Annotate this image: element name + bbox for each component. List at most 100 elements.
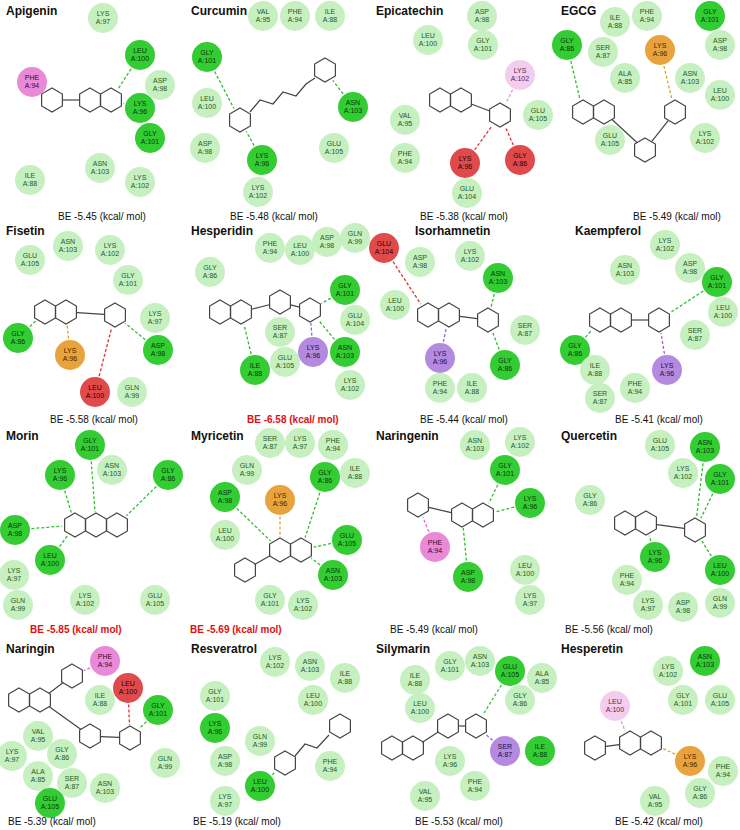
residue-circle: LYS A:102 <box>288 590 319 621</box>
residue-label: GLN A:99 <box>248 733 272 749</box>
residue-label: ASN A:103 <box>468 653 492 669</box>
ligand-ring <box>330 714 351 738</box>
residue-circle: LYS A:97 <box>0 741 27 772</box>
ligand-bond <box>291 305 300 307</box>
residue-circle: LYS A:102 <box>668 458 699 489</box>
residue-circle: SER A:87 <box>588 37 619 68</box>
residue-circle: GLY A:86 <box>490 350 521 381</box>
residue-label: ILE A:88 <box>403 672 427 688</box>
residue-circle: PHE A:94 <box>460 771 491 802</box>
ligand-structure <box>235 538 312 582</box>
residue-circle: LYS A:96 <box>45 460 76 491</box>
residue-label: PHE A:94 <box>321 437 345 453</box>
residue-circle: LYS A:102 <box>505 60 536 91</box>
residue-circle: PHE A:94 <box>612 565 643 596</box>
residue-label: VAL A:95 <box>251 8 275 24</box>
residue-label: SER A:87 <box>258 435 282 451</box>
residue-circle: LEU A:100 <box>113 673 144 704</box>
ligand-ring <box>30 688 51 712</box>
ligand-ring <box>573 100 594 124</box>
residue-circle: LYS A:96 <box>247 145 278 176</box>
compound-name: Quercetin <box>561 429 617 443</box>
residue-circle: GLY A:86 <box>195 257 226 288</box>
residue-label: GLY A:86 <box>578 492 602 508</box>
residue-label: GLU A:105 <box>18 252 42 268</box>
residue-label: GLU A:105 <box>273 354 297 370</box>
residue-circle: GLN A:99 <box>705 588 736 619</box>
residue-label: GLU A:105 <box>335 532 359 548</box>
residue-circle: LYS A:96 <box>645 35 676 66</box>
residue-circle: ASN A:103 <box>97 455 128 486</box>
residue-circle: PHE A:94 <box>90 646 121 677</box>
residue-circle: ASP A:98 <box>467 1 498 32</box>
residue-circle: LEU A:100 <box>705 80 736 111</box>
residue-circle: ASN A:103 <box>53 231 84 262</box>
binding-energy: BE -5.41 (kcal/ mol) <box>615 414 703 426</box>
interaction-line <box>506 90 513 104</box>
residue-circle: LYS A:96 <box>450 148 481 179</box>
residue-label: GLU A:105 <box>708 692 732 708</box>
ligand-bond <box>252 305 270 310</box>
residue-circle: GLY A:86 <box>505 685 536 716</box>
residue-circle: GLU A:105 <box>319 133 350 164</box>
interaction-line <box>30 321 36 327</box>
residue-circle: GLU A:105 <box>495 656 526 687</box>
ligand-ring <box>65 513 86 537</box>
residue-label: ILE A:88 <box>460 380 484 396</box>
residue-circle: ILE A:88 <box>600 7 631 38</box>
residue-label: ILE A:88 <box>318 8 342 24</box>
interaction-line <box>621 721 625 731</box>
residue-circle: ASN A:103 <box>675 63 706 94</box>
ligand-ring <box>107 513 128 537</box>
residue-circle: ASN A:103 <box>90 773 121 804</box>
residue-label: LYS A:96 <box>128 100 152 116</box>
ligand-bond <box>49 706 81 729</box>
residue-label: LEU A:100 <box>38 552 62 568</box>
residue-label: LEU A:100 <box>603 698 627 714</box>
residue-label: GLY A:101 <box>138 130 162 146</box>
ligand-bond <box>459 725 465 726</box>
residue-circle: VAL A:95 <box>390 105 421 136</box>
residue-label: ASP A:98 <box>671 599 695 615</box>
residue-label: GLU A:105 <box>648 437 672 453</box>
residue-label: GLU A:105 <box>322 140 346 156</box>
residue-circle: PHE A:94 <box>390 143 421 174</box>
residue-label: SER A:87 <box>683 327 707 343</box>
residue-circle: GLY A:101 <box>192 42 223 73</box>
residue-circle: PHE A:94 <box>420 532 451 563</box>
residue-label: LYS A:96 <box>301 344 325 360</box>
residue-circle: LYS A:102 <box>455 241 486 272</box>
residue-label: SER A:87 <box>588 390 612 406</box>
residue-label: ILE A:88 <box>343 465 367 481</box>
ligand-ring <box>649 308 670 332</box>
interaction-line <box>423 517 429 532</box>
residue-label: VAL A:95 <box>643 793 667 809</box>
residue-circle: PHE A:94 <box>318 430 349 461</box>
residue-circle: GLU A:105 <box>645 430 676 461</box>
interaction-line <box>664 66 672 99</box>
residue-circle: ASP A:98 <box>143 335 174 366</box>
ligand-structure <box>382 714 487 760</box>
residue-label: LYS A:102 <box>291 597 315 613</box>
residue-circle: ASN A:103 <box>338 92 369 123</box>
ligand-structure <box>230 58 336 132</box>
interaction-line <box>483 685 502 715</box>
residue-circle: LYS A:102 <box>95 235 126 266</box>
residue-circle: ILE A:88 <box>240 355 271 386</box>
residue-label: GLY A:101 <box>705 274 729 290</box>
residue-label: GLY A:86 <box>508 152 532 168</box>
ligand-ring <box>403 736 424 760</box>
ligand-ring <box>105 303 126 327</box>
residue-circle: LYS A:96 <box>55 340 86 371</box>
ligand-ring <box>101 88 122 112</box>
residue-label: LYS A:102 <box>508 434 532 450</box>
ligand-structure <box>418 303 499 332</box>
interaction-line <box>491 294 494 307</box>
residue-label: LEU A:100 <box>213 527 237 543</box>
residue-label: PHE A:94 <box>393 150 417 166</box>
ligand-structure <box>573 100 686 162</box>
residue-circle: LYS A:96 <box>675 746 706 777</box>
compound-name: Isorhamnetin <box>415 224 490 238</box>
residue-label: LYS A:102 <box>128 174 152 190</box>
residue-circle: ASP A:98 <box>210 482 241 513</box>
